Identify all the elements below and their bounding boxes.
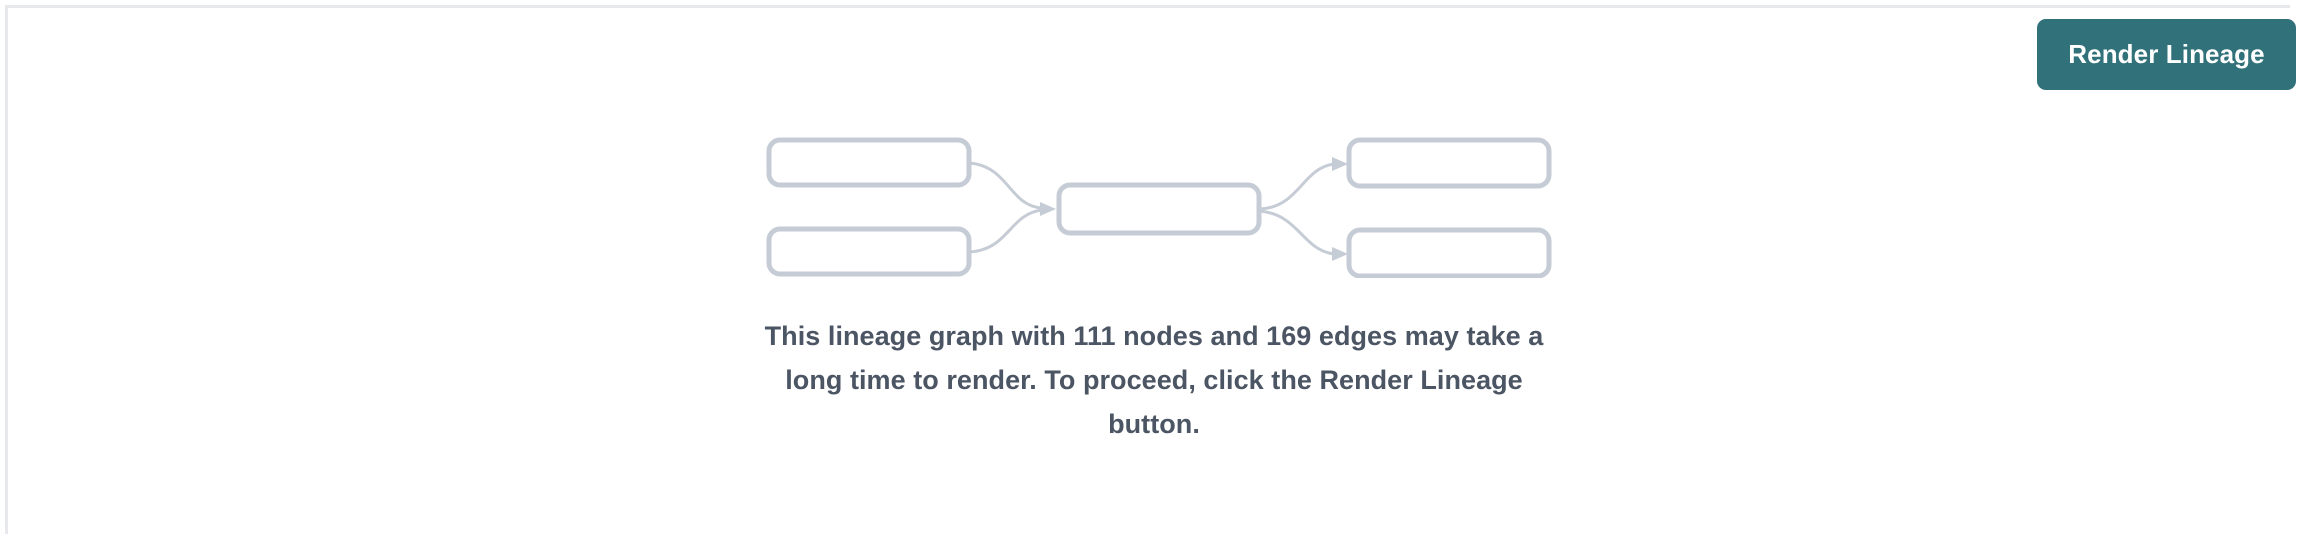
panel-left-divider: [5, 5, 8, 534]
placeholder-node-downstream-1: [1346, 137, 1552, 189]
lineage-graph-placeholder-icon: [766, 137, 1552, 278]
lineage-empty-message: This lineage graph with 111 nodes and 16…: [764, 321, 1544, 439]
placeholder-node-upstream-1: [766, 137, 972, 188]
arrowhead-into-downstream-top: [1332, 157, 1348, 171]
placeholder-node-center: [1056, 182, 1262, 236]
panel-top-divider: [6, 5, 2290, 8]
edge-downstream-top: [1258, 162, 1335, 211]
render-lineage-button[interactable]: Render Lineage: [2037, 19, 2296, 90]
placeholder-node-downstream-2: [1346, 227, 1552, 278]
arrowhead-into-center: [1040, 202, 1056, 216]
edge-downstream-bottom: [1258, 209, 1335, 256]
arrowhead-into-downstream-bottom: [1332, 247, 1348, 261]
edge-upstream-bottom: [968, 208, 1043, 254]
placeholder-node-upstream-2: [766, 226, 972, 277]
edge-upstream-top: [968, 161, 1043, 210]
